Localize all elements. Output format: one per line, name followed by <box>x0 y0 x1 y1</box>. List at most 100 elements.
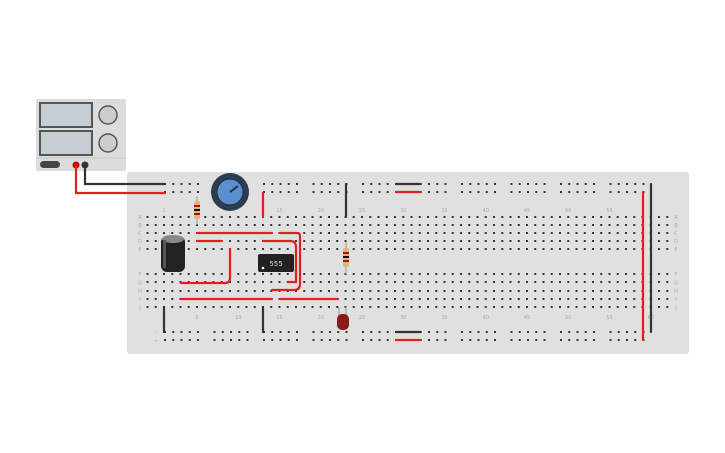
breadboard-hole[interactable] <box>180 183 183 185</box>
breadboard-hole[interactable] <box>609 183 612 185</box>
breadboard-hole[interactable] <box>270 248 273 250</box>
breadboard-hole[interactable] <box>312 339 315 341</box>
breadboard-hole[interactable] <box>493 306 495 308</box>
breadboard-hole[interactable] <box>583 298 586 300</box>
breadboard-hole[interactable] <box>370 183 373 185</box>
breadboard-hole[interactable] <box>196 306 198 308</box>
breadboard-hole[interactable] <box>666 306 669 308</box>
breadboard-hole[interactable] <box>543 339 546 341</box>
breadboard-hole[interactable] <box>493 290 495 292</box>
breadboard-hole[interactable] <box>329 331 331 333</box>
breadboard-hole[interactable] <box>658 306 660 308</box>
breadboard-hole[interactable] <box>361 290 363 292</box>
breadboard-hole[interactable] <box>295 290 297 292</box>
breadboard-hole[interactable] <box>319 232 322 234</box>
breadboard-hole[interactable] <box>237 306 240 308</box>
breadboard-hole[interactable] <box>245 216 248 218</box>
breadboard-hole[interactable] <box>461 339 463 341</box>
breadboard-hole[interactable] <box>468 281 471 283</box>
breadboard-hole[interactable] <box>477 191 480 193</box>
breadboard-hole[interactable] <box>154 240 157 242</box>
breadboard-hole[interactable] <box>386 331 389 333</box>
breadboard-hole[interactable] <box>171 281 174 283</box>
breadboard-hole[interactable] <box>229 306 231 308</box>
breadboard-hole[interactable] <box>188 183 191 185</box>
breadboard-hole[interactable] <box>576 183 579 185</box>
breadboard-hole[interactable] <box>592 216 594 218</box>
breadboard-hole[interactable] <box>303 216 306 218</box>
breadboard-hole[interactable] <box>279 191 282 193</box>
breadboard-hole[interactable] <box>427 224 429 226</box>
breadboard-hole[interactable] <box>567 281 570 283</box>
breadboard-hole[interactable] <box>410 273 413 275</box>
breadboard-hole[interactable] <box>336 281 339 283</box>
breadboard-hole[interactable] <box>270 273 273 275</box>
breadboard-hole[interactable] <box>385 306 388 308</box>
breadboard-hole[interactable] <box>534 273 537 275</box>
breadboard-hole[interactable] <box>418 306 421 308</box>
breadboard-hole[interactable] <box>517 306 520 308</box>
breadboard-hole[interactable] <box>501 298 504 300</box>
breadboard-hole[interactable] <box>418 273 421 275</box>
breadboard-hole[interactable] <box>238 331 241 333</box>
breadboard-hole[interactable] <box>451 281 454 283</box>
breadboard-hole[interactable] <box>666 216 669 218</box>
breadboard-hole[interactable] <box>484 306 487 308</box>
breadboard-hole[interactable] <box>197 331 199 333</box>
breadboard-hole[interactable] <box>509 224 512 226</box>
breadboard-hole[interactable] <box>180 339 183 341</box>
breadboard-hole[interactable] <box>526 240 528 242</box>
breadboard-hole[interactable] <box>171 224 174 226</box>
breadboard-hole[interactable] <box>253 290 256 292</box>
breadboard-hole[interactable] <box>461 183 463 185</box>
breadboard-hole[interactable] <box>477 339 480 341</box>
breadboard-hole[interactable] <box>527 331 529 333</box>
breadboard-hole[interactable] <box>444 331 447 333</box>
breadboard-hole[interactable] <box>237 290 240 292</box>
breadboard-hole[interactable] <box>369 306 372 308</box>
breadboard-hole[interactable] <box>187 232 190 234</box>
breadboard-hole[interactable] <box>658 224 660 226</box>
breadboard-hole[interactable] <box>666 232 669 234</box>
breadboard-hole[interactable] <box>337 183 340 185</box>
breadboard-hole[interactable] <box>369 298 372 300</box>
breadboard-hole[interactable] <box>154 216 157 218</box>
breadboard-hole[interactable] <box>179 216 182 218</box>
breadboard-hole[interactable] <box>328 224 330 226</box>
breadboard-hole[interactable] <box>328 248 330 250</box>
breadboard-hole[interactable] <box>402 290 405 292</box>
breadboard-hole[interactable] <box>518 191 521 193</box>
breadboard-hole[interactable] <box>443 248 446 250</box>
breadboard-hole[interactable] <box>575 298 578 300</box>
breadboard-hole[interactable] <box>468 290 471 292</box>
breadboard-hole[interactable] <box>460 224 462 226</box>
breadboard-hole[interactable] <box>559 224 561 226</box>
breadboard-hole[interactable] <box>377 290 380 292</box>
breadboard-hole[interactable] <box>451 248 454 250</box>
breadboard-hole[interactable] <box>171 232 174 234</box>
breadboard-hole[interactable] <box>361 248 363 250</box>
breadboard-hole[interactable] <box>319 306 322 308</box>
breadboard-hole[interactable] <box>583 224 586 226</box>
breadboard-hole[interactable] <box>543 183 546 185</box>
breadboard-hole[interactable] <box>560 183 562 185</box>
breadboard-hole[interactable] <box>279 183 282 185</box>
breadboard-hole[interactable] <box>625 248 627 250</box>
breadboard-hole[interactable] <box>271 191 274 193</box>
breadboard-hole[interactable] <box>245 248 248 250</box>
breadboard-hole[interactable] <box>517 298 520 300</box>
breadboard-hole[interactable] <box>584 191 587 193</box>
breadboard-hole[interactable] <box>238 339 241 341</box>
breadboard-hole[interactable] <box>567 298 570 300</box>
breadboard-hole[interactable] <box>271 183 274 185</box>
breadboard-hole[interactable] <box>469 331 472 333</box>
breadboard-hole[interactable] <box>394 281 396 283</box>
breadboard-hole[interactable] <box>146 298 149 300</box>
breadboard-hole[interactable] <box>493 248 495 250</box>
breadboard-hole[interactable] <box>337 331 340 333</box>
breadboard-hole[interactable] <box>287 183 290 185</box>
breadboard-hole[interactable] <box>509 281 512 283</box>
breadboard-hole[interactable] <box>410 216 413 218</box>
breadboard-hole[interactable] <box>337 191 340 193</box>
breadboard-hole[interactable] <box>625 273 627 275</box>
